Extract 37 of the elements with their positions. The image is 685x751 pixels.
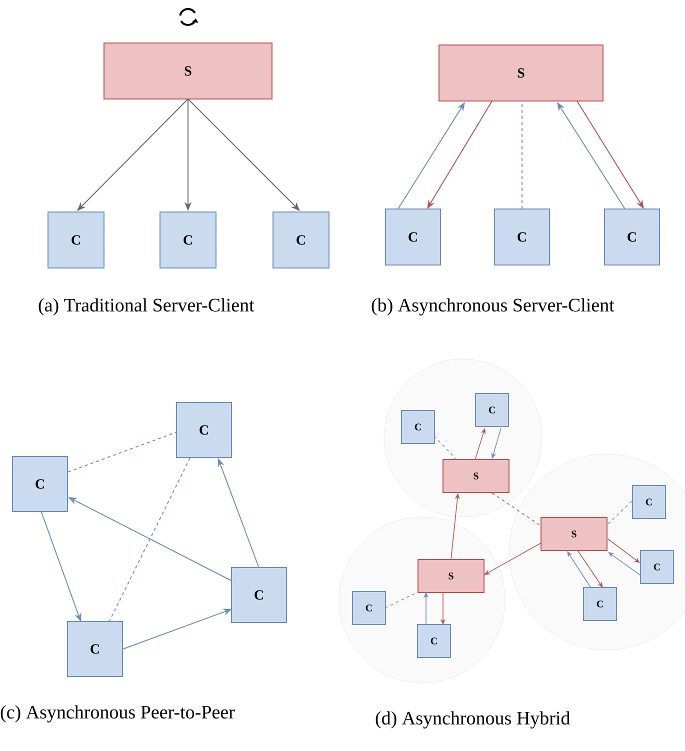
caption: (c) Asynchronous Peer-to-Peer xyxy=(0,705,235,722)
server-box: S xyxy=(540,517,608,551)
arrow xyxy=(608,538,640,563)
client-box: C xyxy=(385,208,441,266)
server-box: S xyxy=(442,459,510,493)
arrow xyxy=(578,550,603,588)
arrow xyxy=(608,552,640,576)
connector-line xyxy=(434,436,458,460)
connector-line xyxy=(108,458,190,622)
server-box: S xyxy=(438,44,604,102)
server-box: S xyxy=(104,42,272,100)
connector-line xyxy=(492,492,542,526)
caption: (a) Traditional Server-Client xyxy=(38,298,254,316)
client-box: C xyxy=(160,212,216,268)
client-box: C xyxy=(640,550,674,584)
client-box: C xyxy=(176,402,232,458)
client-box: C xyxy=(632,485,666,519)
client-box: C xyxy=(48,212,104,268)
server-box: S xyxy=(418,559,484,593)
arrow xyxy=(188,98,300,211)
client-box: C xyxy=(352,591,386,625)
client-box: C xyxy=(494,208,550,266)
connector-line xyxy=(68,432,178,472)
connector-line xyxy=(608,500,632,524)
client-box: C xyxy=(12,456,68,512)
client-box: C xyxy=(231,567,287,623)
caption: (d) Asynchronous Hybrid xyxy=(376,711,570,728)
client-box: C xyxy=(417,624,451,658)
client-box: C xyxy=(272,212,330,268)
connector-line xyxy=(384,592,418,608)
client-box: C xyxy=(475,393,509,427)
client-box: C xyxy=(604,208,660,266)
client-box: C xyxy=(67,621,123,677)
client-box: C xyxy=(583,587,617,621)
arrow xyxy=(567,551,592,588)
client-box: C xyxy=(401,410,435,444)
caption: (b) Asynchronous Server-Client xyxy=(372,298,614,316)
